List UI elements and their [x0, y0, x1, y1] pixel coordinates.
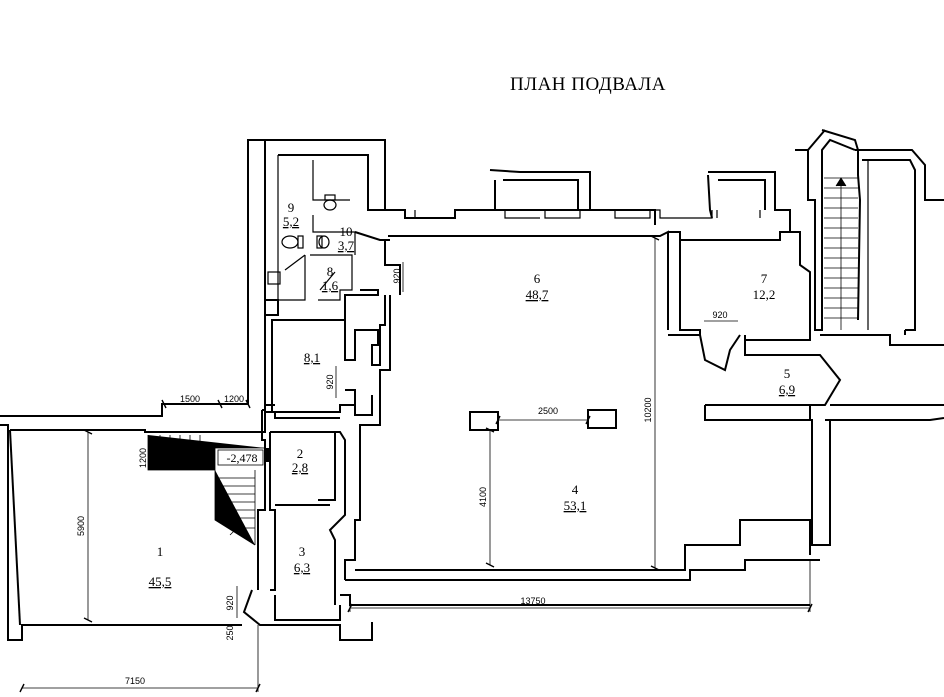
dim-1500: 1500 [180, 394, 200, 404]
room-7-number: 7 [761, 271, 768, 286]
dim-1200-top: 1200 [224, 394, 244, 404]
room-labels: 1 45,5 2 2,8 3 6,3 4 53,1 5 6,9 6 48,7 7… [149, 200, 796, 589]
room-1-number: 1 [157, 544, 164, 559]
dim-1200-stair: 1200 [138, 448, 148, 468]
room-10-number: 10 [340, 224, 353, 239]
room-8-number: 8 [327, 264, 334, 279]
dim-920-c: 920 [392, 268, 402, 283]
dim-920-b: 920 [325, 374, 335, 389]
room-9-area: 5,2 [283, 214, 299, 229]
room-5-number: 5 [784, 366, 791, 381]
room-2-area: 2,8 [292, 460, 308, 475]
room-8-1-area: 8,1 [304, 350, 320, 365]
staircase-right [824, 177, 858, 330]
dim-7150: 7150 [125, 676, 145, 686]
plan-title: ПЛАН ПОДВАЛА [510, 74, 666, 95]
dim-250: 250 [225, 625, 235, 640]
room-10-area: 3,7 [338, 238, 355, 253]
dimension-lines: 1500 1200 1200 5900 7150 920 250 920 920… [19, 235, 813, 693]
walls [0, 129, 944, 641]
dim-5900: 5900 [76, 516, 86, 536]
dim-920-d: 920 [712, 310, 727, 320]
room-7-area: 12,2 [753, 287, 776, 302]
dim-13750: 13750 [520, 596, 545, 606]
room-8-area: 1,6 [322, 278, 339, 293]
room-3-number: 3 [299, 544, 306, 559]
room-1-area: 45,5 [149, 574, 172, 589]
level-mark: -2,478 [227, 451, 258, 465]
room-4-area: 53,1 [564, 498, 587, 513]
dim-10200: 10200 [643, 397, 653, 422]
dim-4100: 4100 [478, 487, 488, 507]
room-4-number: 4 [572, 482, 579, 497]
dim-920-a: 920 [225, 595, 235, 610]
room-3-area: 6,3 [294, 560, 310, 575]
room-5-area: 6,9 [779, 382, 795, 397]
room-6-area: 48,7 [526, 287, 549, 302]
dim-2500: 2500 [538, 406, 558, 416]
room-2-number: 2 [297, 446, 304, 461]
room-6-number: 6 [534, 271, 541, 286]
bathroom-fixtures [267, 194, 337, 291]
staircase-left [147, 435, 265, 546]
room-9-number: 9 [288, 200, 295, 215]
